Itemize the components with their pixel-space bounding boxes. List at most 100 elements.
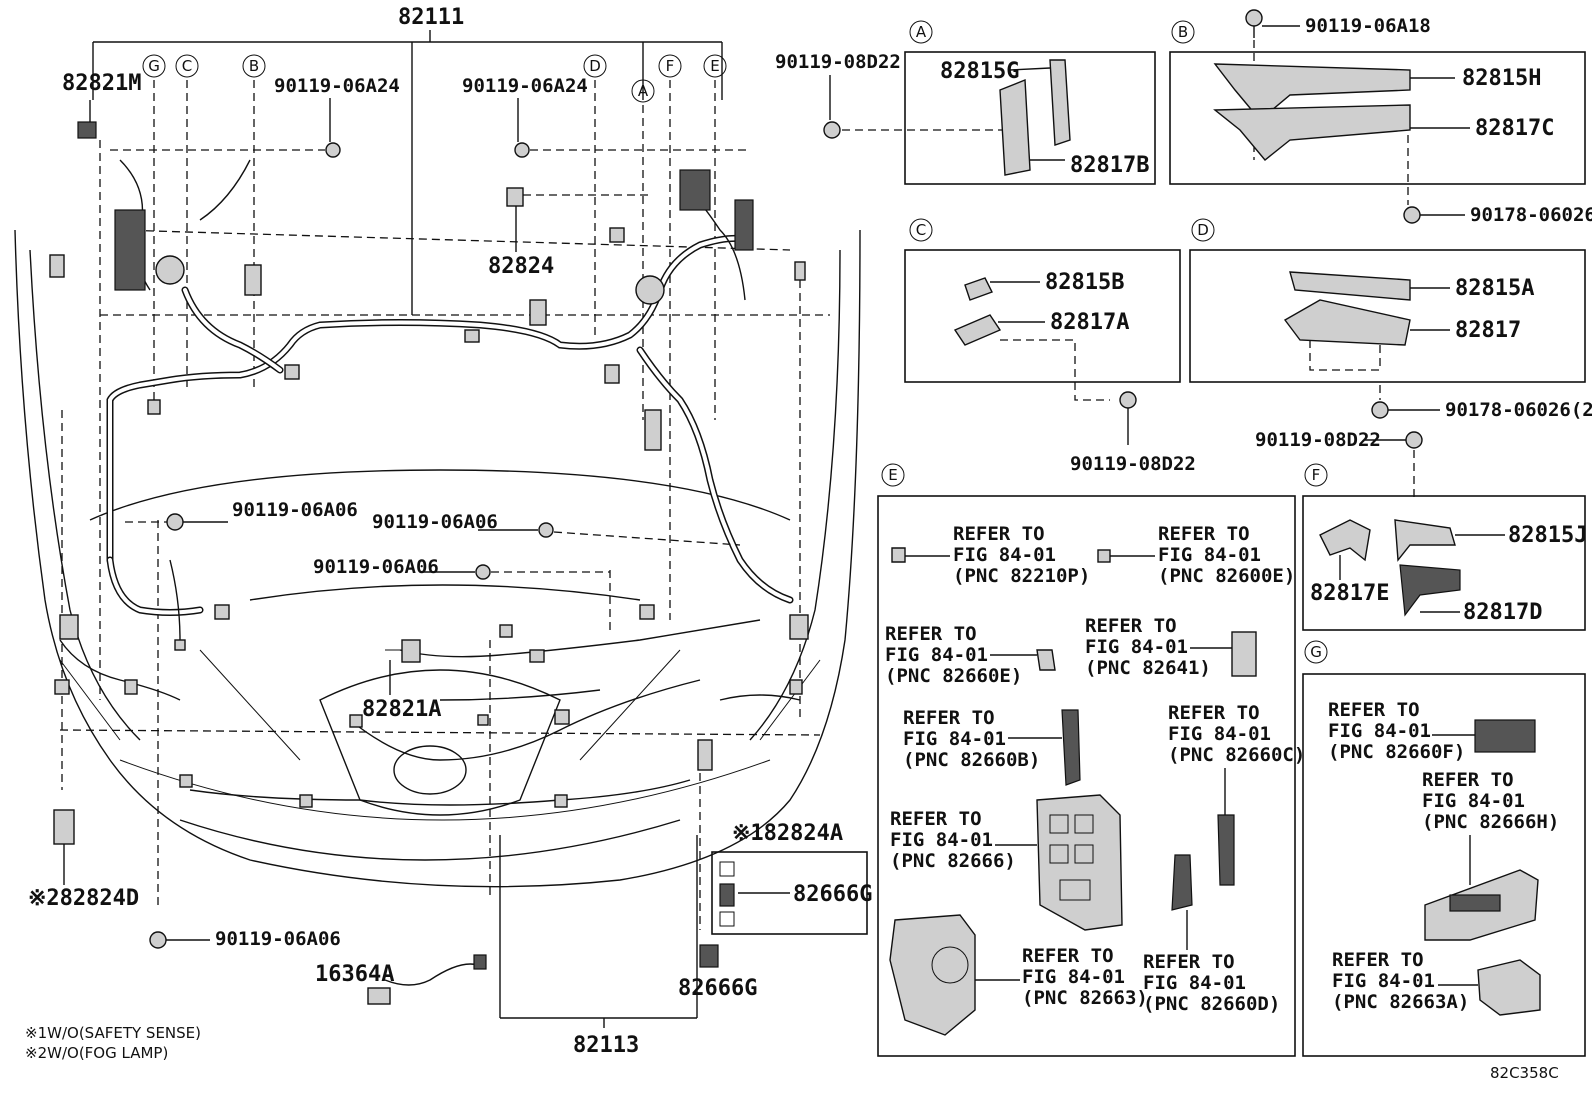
- box-d: D 82815A 82817 90178-06026(2): [1189, 218, 1592, 421]
- marker-g-left: G: [148, 57, 160, 75]
- svg-text:REFER TO: REFER TO: [1332, 949, 1424, 971]
- label-bolt-a06-3: 90119-06A06: [313, 556, 439, 578]
- label-90178-06026-2: 90178-06026(2): [1445, 399, 1592, 421]
- label-bolt-a06-2: 90119-06A06: [372, 511, 498, 533]
- svg-text:FIG 84-01: FIG 84-01: [903, 728, 1006, 750]
- label-90119-08D22-c: 90119-08D22: [1070, 453, 1196, 475]
- svg-text:REFER TO: REFER TO: [890, 808, 982, 830]
- label-90178-06026: 90178-06026: [1470, 204, 1592, 226]
- svg-text:FIG 84-01: FIG 84-01: [1022, 966, 1125, 988]
- marker-a-left: A: [638, 82, 649, 100]
- marker-c-left: C: [182, 57, 192, 75]
- marker-d-left: D: [589, 57, 601, 75]
- note-2: ※2W/O(FOG LAMP): [25, 1044, 168, 1062]
- svg-text:G: G: [1310, 643, 1322, 661]
- svg-text:(PNC 82210P): (PNC 82210P): [953, 565, 1090, 587]
- label-82815B: 82815B: [1045, 270, 1124, 295]
- label-90119-08D22-f: 90119-08D22: [1255, 429, 1381, 451]
- note-1: ※1W/O(SAFETY SENSE): [25, 1024, 201, 1042]
- svg-text:FIG 84-01: FIG 84-01: [1168, 723, 1271, 745]
- svg-text:FIG 84-01: FIG 84-01: [1332, 970, 1435, 992]
- label-82815H: 82815H: [1462, 66, 1541, 91]
- svg-text:FIG 84-01: FIG 84-01: [1158, 544, 1261, 566]
- left-markers: G C B D A F E: [142, 54, 727, 103]
- svg-text:C: C: [916, 221, 926, 239]
- label-82815J: 82815J: [1508, 523, 1587, 548]
- svg-text:D: D: [1197, 221, 1209, 239]
- label-82666G-a: 82666G: [793, 882, 872, 907]
- label-82821M: 82821M: [62, 71, 141, 96]
- label-82817C: 82817C: [1475, 116, 1554, 141]
- box-g: G REFER TO FIG 84-01 (PNC 82660F) REFER …: [1302, 640, 1586, 1057]
- label-82824: 82824: [488, 254, 554, 279]
- svg-text:FIG 84-01: FIG 84-01: [885, 644, 988, 666]
- bolt-d22-top: 90119-08D22: [775, 51, 1010, 139]
- svg-text:REFER TO: REFER TO: [1328, 699, 1420, 721]
- svg-text:FIG 84-01: FIG 84-01: [1085, 636, 1188, 658]
- box-c: C 82815B 82817A 90119-08D22: [904, 218, 1196, 475]
- svg-text:REFER TO: REFER TO: [953, 523, 1045, 545]
- left-labels: 82111 82821M 90119-06A24 90119-06A24 828…: [25, 5, 872, 1062]
- svg-text:(PNC 82663A): (PNC 82663A): [1332, 991, 1469, 1013]
- label-82815A: 82815A: [1455, 276, 1534, 301]
- box-e: E REFER TO FIG 84-01 (PNC 82210P) REFER …: [877, 463, 1305, 1057]
- svg-text:FIG 84-01: FIG 84-01: [1422, 790, 1525, 812]
- svg-text:F: F: [1312, 466, 1321, 484]
- svg-text:(PNC 82660B): (PNC 82660B): [903, 749, 1040, 771]
- svg-text:FIG 84-01: FIG 84-01: [1328, 720, 1431, 742]
- svg-text:B: B: [1178, 23, 1188, 41]
- harness-leader-82111: [92, 30, 723, 315]
- figure-code: 82C358C: [1490, 1064, 1559, 1082]
- label-90119-06A18: 90119-06A18: [1305, 15, 1431, 37]
- svg-text:(PNC 82660F): (PNC 82660F): [1328, 741, 1465, 763]
- label-82113: 82113: [573, 1033, 639, 1058]
- label-82824D: ※282824D: [28, 886, 139, 911]
- body-outline: [14, 229, 861, 888]
- svg-text:FIG 84-01: FIG 84-01: [953, 544, 1056, 566]
- svg-text:(PNC 82660E): (PNC 82660E): [885, 665, 1022, 687]
- section-guides: [59, 80, 830, 930]
- svg-text:(PNC 82660C): (PNC 82660C): [1168, 744, 1305, 766]
- label-82817: 82817: [1455, 318, 1521, 343]
- label-bolt-a24-left: 90119-06A24: [274, 75, 400, 97]
- label-82817E: 82817E: [1310, 581, 1389, 606]
- label-82817B: 82817B: [1070, 153, 1149, 178]
- svg-text:REFER TO: REFER TO: [1085, 615, 1177, 637]
- svg-text:(PNC 82660D): (PNC 82660D): [1143, 993, 1280, 1015]
- label-bolt-a06-1: 90119-06A06: [232, 499, 358, 521]
- connector-blocks: [49, 169, 809, 808]
- marker-e-left: E: [710, 57, 719, 75]
- svg-text:(PNC 82663): (PNC 82663): [1022, 987, 1148, 1009]
- label-82111: 82111: [398, 5, 464, 30]
- svg-text:(PNC 82666H): (PNC 82666H): [1422, 811, 1559, 833]
- svg-text:REFER TO: REFER TO: [1422, 769, 1514, 791]
- svg-text:FIG 84-01: FIG 84-01: [890, 829, 993, 851]
- label-82817A: 82817A: [1050, 310, 1129, 335]
- label-16364A: 16364A: [315, 962, 394, 987]
- label-82821A: 82821A: [362, 697, 441, 722]
- svg-text:(PNC 82666): (PNC 82666): [890, 850, 1016, 872]
- label-bolt-d22-top: 90119-08D22: [775, 51, 901, 73]
- svg-text:REFER TO: REFER TO: [903, 707, 995, 729]
- svg-text:E: E: [888, 466, 897, 484]
- svg-text:REFER TO: REFER TO: [885, 623, 977, 645]
- box-f: 90119-08D22 F 82817E 82815J 82817D: [1255, 429, 1587, 631]
- label-bolt-a24-mid: 90119-06A24: [462, 75, 588, 97]
- label-82815G: 82815G: [940, 59, 1019, 84]
- svg-text:FIG 84-01: FIG 84-01: [1143, 972, 1246, 994]
- marker-b-left: B: [249, 57, 259, 75]
- box-b: B 90119-06A18 82815H 82817C 90178-06026: [1169, 9, 1592, 226]
- svg-text:(PNC 82600E): (PNC 82600E): [1158, 565, 1295, 587]
- label-82666G-b: 82666G: [678, 976, 757, 1001]
- box-a: A 82815G 82817B: [904, 20, 1156, 185]
- svg-text:REFER TO: REFER TO: [1022, 945, 1114, 967]
- label-82817D: 82817D: [1463, 600, 1542, 625]
- marker-f-left: F: [666, 57, 675, 75]
- svg-text:REFER TO: REFER TO: [1158, 523, 1250, 545]
- svg-text:REFER TO: REFER TO: [1143, 951, 1235, 973]
- label-bolt-a06-4: 90119-06A06: [215, 928, 341, 950]
- svg-text:A: A: [916, 23, 927, 41]
- svg-text:REFER TO: REFER TO: [1168, 702, 1260, 724]
- label-82824A: ※182824A: [732, 821, 843, 846]
